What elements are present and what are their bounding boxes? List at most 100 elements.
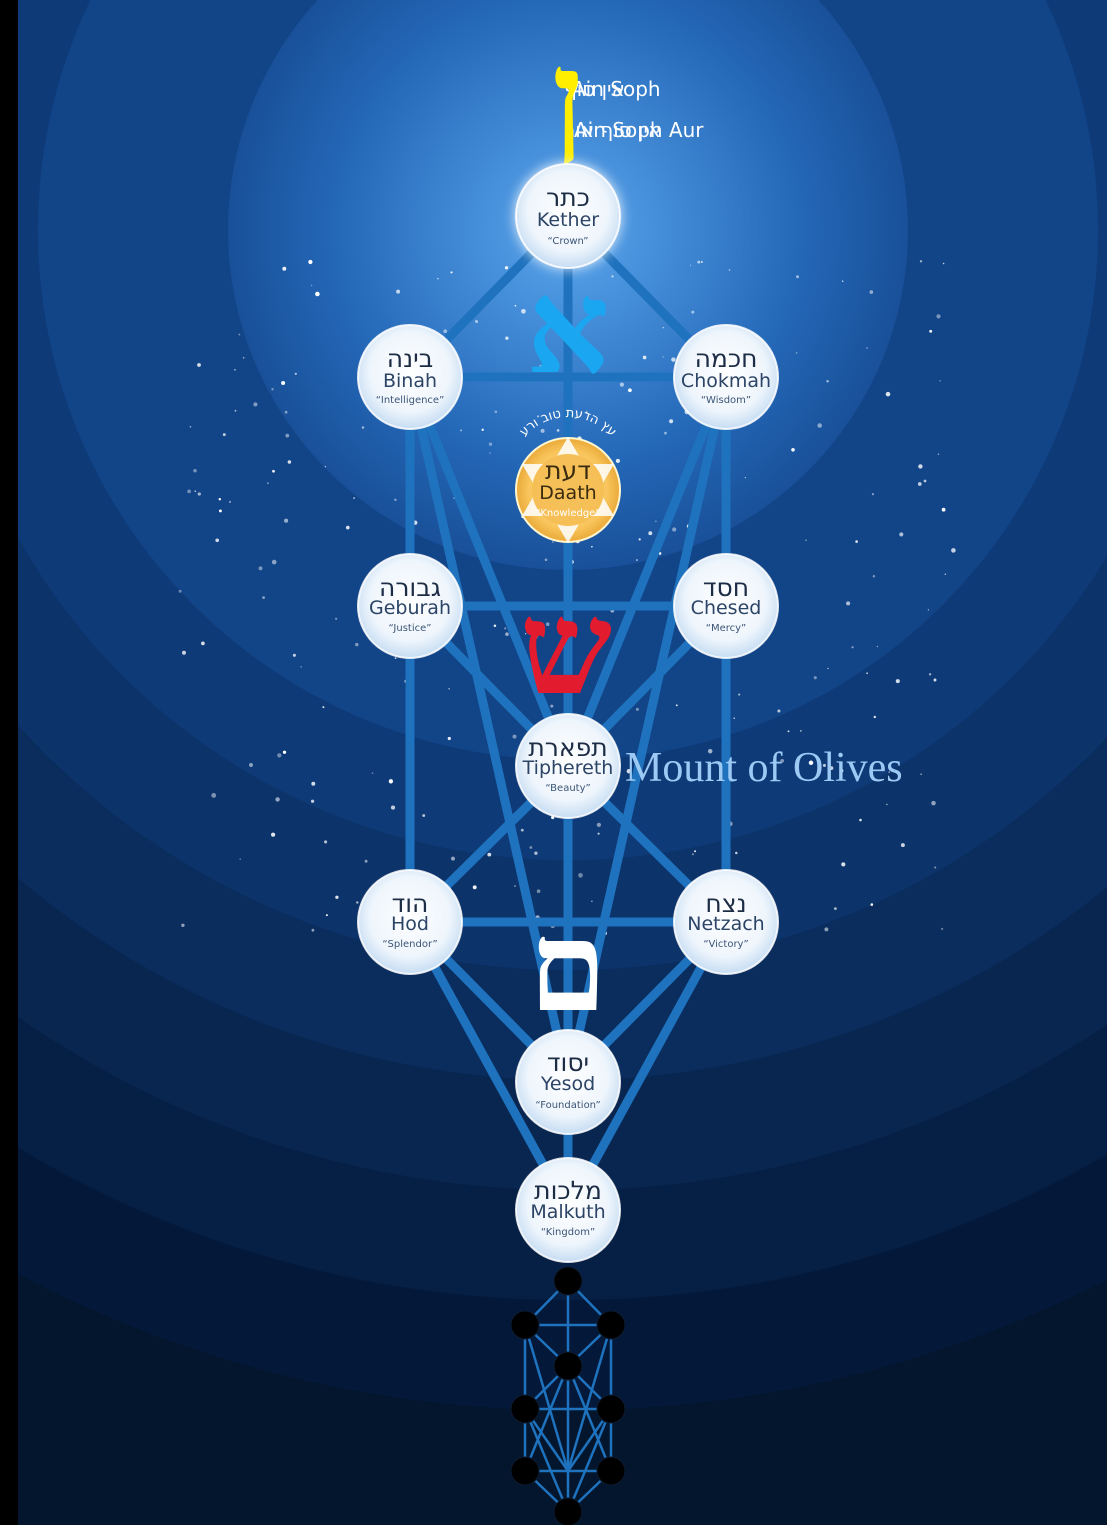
star — [859, 819, 862, 822]
binah-name: Binah — [383, 370, 437, 392]
star — [293, 654, 296, 657]
star — [628, 388, 632, 392]
chesed-name: Chesed — [691, 597, 762, 619]
star — [422, 814, 425, 817]
star — [945, 573, 946, 574]
star — [530, 846, 533, 849]
star — [534, 852, 537, 855]
geburah-meaning: “Justice” — [389, 623, 432, 634]
star — [874, 716, 876, 718]
star — [285, 411, 288, 414]
star — [325, 466, 326, 467]
star — [243, 357, 245, 359]
star — [300, 666, 302, 668]
star — [193, 469, 196, 472]
chokmah-meaning: “Wisdom” — [701, 395, 751, 406]
star — [272, 560, 277, 565]
star — [372, 772, 374, 774]
star — [591, 546, 593, 548]
star — [805, 539, 807, 541]
star — [824, 927, 828, 931]
mini-node — [511, 1457, 539, 1485]
star — [800, 730, 802, 732]
star — [886, 804, 887, 805]
mini-node — [511, 1311, 539, 1339]
star — [855, 540, 858, 543]
star — [941, 928, 943, 930]
yesod-name: Yesod — [540, 1073, 595, 1095]
star — [504, 627, 506, 629]
star — [346, 526, 350, 530]
star — [694, 850, 696, 852]
ain-soph-english: Ain Soph — [572, 77, 661, 101]
star — [899, 532, 903, 536]
star — [391, 806, 395, 810]
star — [796, 275, 799, 278]
star — [505, 337, 508, 340]
star — [826, 380, 828, 382]
star — [514, 885, 516, 887]
star — [223, 433, 226, 436]
mini-node — [597, 1457, 625, 1485]
star — [284, 519, 288, 523]
star — [636, 559, 638, 561]
star — [934, 679, 937, 682]
tiphereth-name: Tiphereth — [522, 757, 614, 779]
star — [362, 426, 365, 429]
star — [215, 538, 219, 542]
sephira-binah: בינה Binah “Intelligence” — [358, 325, 462, 429]
star — [936, 314, 940, 318]
final-mem-letter: ם — [529, 894, 607, 1040]
daath-meaning: “Knowledge” — [535, 508, 600, 519]
star — [389, 779, 393, 783]
star — [312, 929, 315, 932]
star — [239, 858, 241, 860]
star — [271, 833, 275, 837]
star — [814, 676, 817, 679]
star — [846, 601, 850, 605]
star — [505, 266, 508, 269]
star — [451, 857, 455, 861]
star — [886, 392, 891, 397]
star — [920, 260, 922, 262]
star — [396, 290, 400, 294]
star — [777, 710, 780, 713]
star — [238, 334, 240, 336]
star — [690, 265, 691, 266]
sephira-chokmah: חכמה Chokmah “Wisdom” — [674, 325, 778, 429]
mini-node — [554, 1352, 582, 1380]
star — [515, 305, 517, 307]
star — [249, 763, 253, 767]
star — [942, 508, 946, 512]
star — [513, 735, 517, 739]
star — [934, 866, 936, 868]
star — [326, 914, 328, 916]
star — [521, 309, 526, 314]
star — [938, 453, 940, 455]
star — [537, 889, 541, 893]
kether-hebrew: כתר — [546, 183, 590, 212]
hod-meaning: “Splendor” — [382, 939, 437, 950]
star — [281, 381, 285, 385]
star — [197, 363, 201, 367]
star — [190, 426, 192, 428]
sephira-geburah: גבורה Geburah “Justice” — [358, 554, 462, 658]
star — [505, 632, 509, 636]
star — [671, 357, 675, 361]
star — [229, 501, 231, 503]
star — [611, 275, 613, 277]
star — [598, 833, 600, 835]
star — [283, 751, 286, 754]
star — [201, 642, 205, 646]
sephira-yesod: יסוד Yesod “Foundation” — [516, 1030, 620, 1134]
kether-meaning: “Crown” — [548, 236, 589, 247]
star — [365, 860, 368, 863]
star — [733, 717, 734, 718]
star — [663, 356, 664, 357]
malkuth-name: Malkuth — [530, 1201, 605, 1223]
daath-name: Daath — [539, 482, 596, 504]
binah-hebrew: בינה — [387, 344, 433, 373]
star — [648, 531, 652, 535]
star — [636, 708, 639, 711]
